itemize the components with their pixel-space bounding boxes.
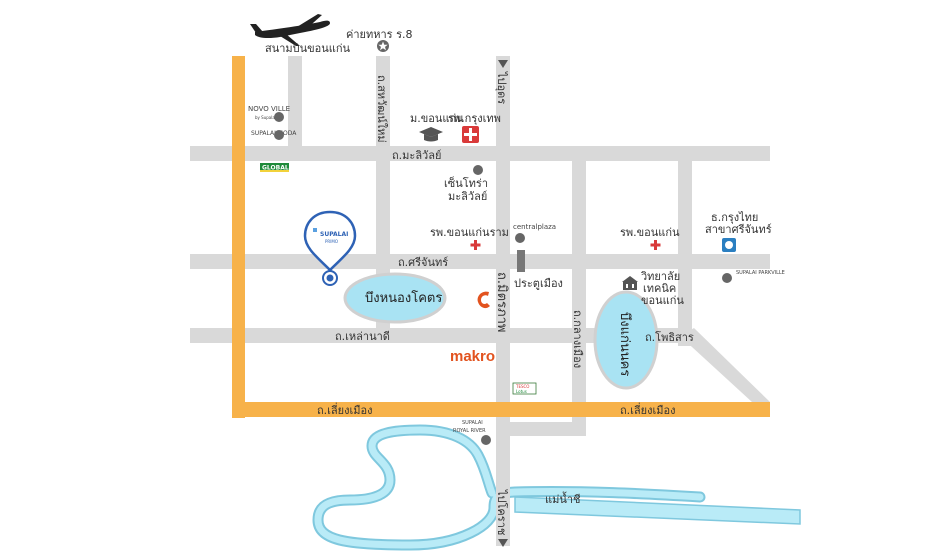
supalai-parkville-dot	[722, 273, 732, 283]
centara-label: เซ็นโทร่า	[444, 176, 488, 190]
khon-kaen-uni-label: ม.ขอนแก่น	[410, 112, 464, 125]
technical-college-label-2: เทคนิค	[643, 282, 676, 295]
graduation-cap-icon	[419, 127, 443, 142]
bank-logo-icon	[722, 238, 736, 252]
krungthai-bank-label: ธ.กรุงไทย	[711, 211, 758, 224]
project-logo-label-2: PRIMO	[325, 239, 338, 244]
lake-nong-khot	[343, 272, 447, 324]
technical-college-label: วิทยาลัย	[640, 270, 680, 283]
road-phosan-diagonal	[680, 328, 770, 402]
road-lao-na-di	[190, 328, 690, 343]
svg-text:Lotus: Lotus	[516, 389, 527, 394]
krungthai-bank-label-2: สาขาศรีจันทร์	[705, 223, 772, 236]
ring-road	[232, 56, 770, 418]
supalai-parkville-label: SUPALAI PARKVILLE	[736, 270, 785, 276]
mae-nam-chi-label: แม่น้ำชี	[545, 491, 581, 506]
army-camp-label: ค่ายทหาร ร.8	[346, 28, 412, 41]
road-label-lieng-mueang-right: ถ.เลี่ยงเมือง	[620, 402, 675, 417]
red-cross-icon	[650, 240, 661, 250]
tesco-lotus-logo: TESCO Lotus	[512, 382, 537, 395]
road-label-malivan: ถ.มะลิวัลย์	[392, 149, 441, 162]
bangkok-hospital-label: รพ.กรุงเทพ	[448, 112, 501, 125]
lake-kaen-nakhon	[593, 290, 659, 390]
technical-college-label-3: ขอนแก่น	[641, 294, 684, 307]
global-house-logo: GLOBAL	[260, 163, 289, 172]
ring-road-south	[232, 402, 770, 417]
lakes	[343, 272, 659, 390]
road-east	[678, 146, 692, 346]
centara-label-2: มะลิวัลย์	[448, 190, 487, 203]
to-udon-label: ไปอุดร	[495, 71, 508, 104]
novo-ville-sub-label: by Supalai	[255, 115, 276, 120]
road-malivan	[190, 146, 770, 161]
red-cross-icon	[470, 240, 481, 250]
road-label-klang-mueang: ถ.กลางเมือง	[571, 310, 584, 368]
supalai-moda-dot	[274, 130, 284, 140]
central-plaza-dot	[515, 233, 525, 243]
school-building-icon	[622, 276, 638, 290]
supalai-royal-river-dot	[481, 435, 491, 445]
road-label-mittraphap: ถ.มิตรภาพ	[494, 272, 509, 332]
pratu-mueang-label: ประตูเมือง	[514, 277, 563, 290]
supalai-moda-label: SUPALAI MODA	[251, 130, 297, 137]
supalai-royal-river-label: SUPALAI	[462, 420, 483, 426]
road-mittraphap	[496, 56, 510, 546]
airplane-icon	[250, 14, 330, 46]
airport-label: สนามบินขอนแก่น	[265, 42, 351, 55]
lake-kaen-nakhon-label: บึงแก่นนคร	[617, 312, 632, 376]
makro-logo: makro	[450, 348, 495, 365]
river-chi	[312, 424, 801, 551]
arrow-down-icon	[498, 539, 508, 547]
road-airport	[288, 56, 302, 146]
novo-ville-dot	[274, 112, 284, 122]
svg-text:GLOBAL: GLOBAL	[262, 165, 289, 172]
central-plaza-label: centralplaza	[513, 223, 556, 231]
location-pin-icon	[303, 210, 357, 286]
road-label-sahawat: ถ.สหวัฒน์ใหม่	[375, 75, 388, 143]
svg-text:TESCO: TESCO	[515, 384, 529, 389]
road-south-link	[510, 422, 586, 436]
to-korat-label: ไปโคราช	[495, 489, 509, 535]
road-sahawat	[376, 56, 390, 328]
road-label-lieng-mueang-left: ถ.เลี่ยงเมือง	[317, 402, 372, 417]
supalai-royal-river-label-2: ROYAL RIVER	[453, 428, 486, 434]
lake-nong-khot-label: บึงหนองโคตร	[365, 290, 442, 306]
star-icon	[377, 40, 389, 52]
road-label-lao-na-di: ถ.เหล่านาดี	[335, 330, 390, 343]
arrow-up-icon	[498, 60, 508, 68]
hospital-khonkaen-label: รพ.ขอนแก่น	[620, 226, 680, 239]
hospital-b-icon	[462, 126, 479, 143]
road-label-phosan: ถ.โพธิสาร	[645, 330, 694, 344]
road-label-srichan: ถ.ศรีจันทร์	[398, 256, 448, 269]
ring-road-west	[232, 56, 245, 418]
centara-dot	[473, 165, 483, 175]
shopping-logo-icon	[477, 291, 490, 309]
hospital-khonkaen-ram-label: รพ.ขอนแก่นราม	[430, 226, 509, 239]
city-gate-icon	[517, 250, 525, 272]
project-logo-label: SUPALAI	[320, 231, 348, 238]
novo-ville-label: NOVO VILLE	[248, 105, 290, 113]
road-klang-mueang	[572, 146, 586, 436]
